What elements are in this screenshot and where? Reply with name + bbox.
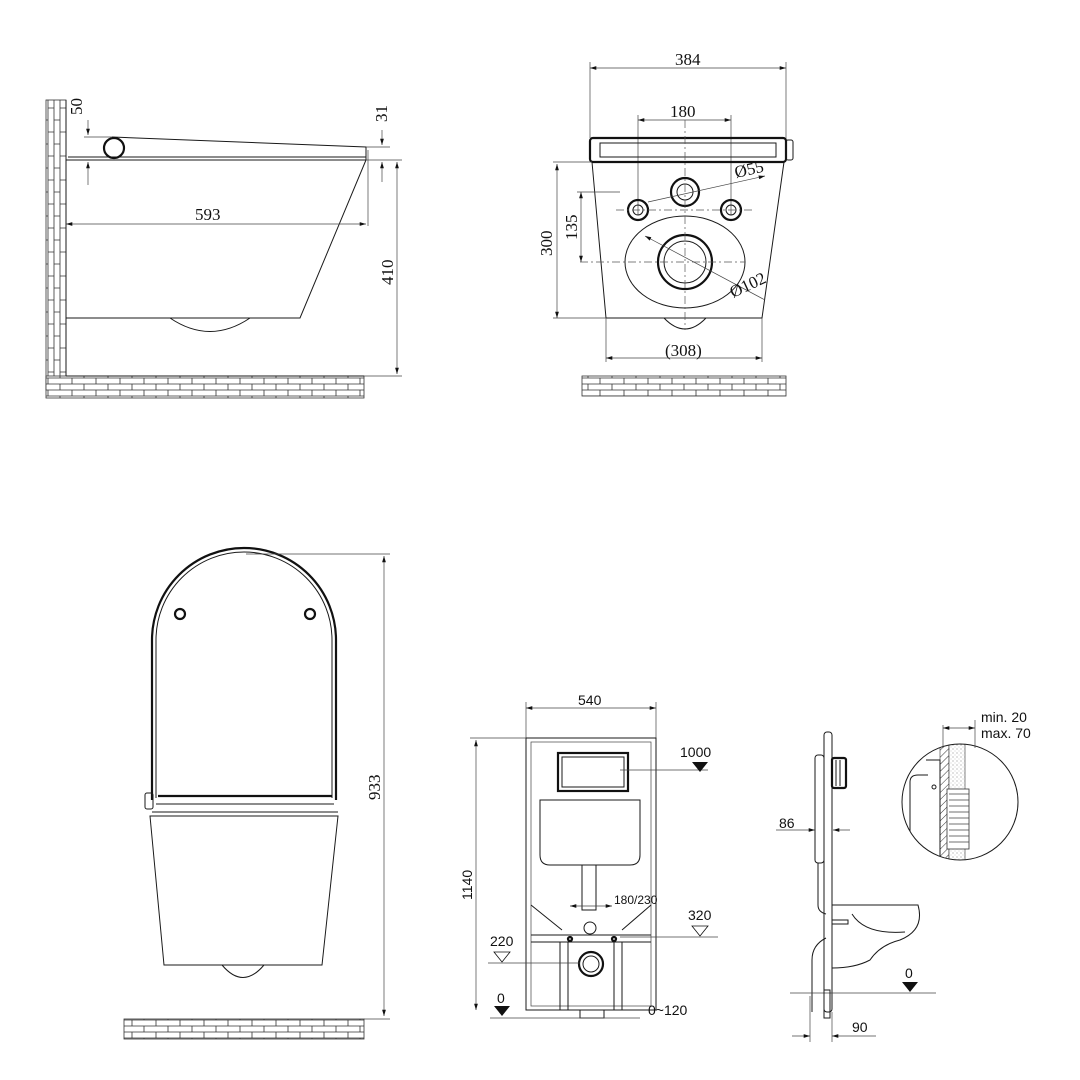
dim-bolt-spacing: 180: [670, 102, 696, 121]
front-view: 933: [123, 546, 390, 1040]
bowl-outline: [149, 815, 339, 966]
dim-bolt-spacing: 180/230: [614, 893, 658, 907]
flush-plate-opening: [556, 751, 630, 793]
dim-inlet-diameter: Ø55: [733, 157, 766, 182]
rear-view: 384 180 Ø55 Ø102 300 135 (: [537, 50, 794, 397]
dim-flush-plate-level: 1000: [680, 744, 711, 760]
dim-floor-level: 0: [497, 990, 505, 1006]
dim-lid-height: 50: [67, 98, 86, 115]
wall-brick: [45, 99, 67, 391]
dim-frame-depth: 86: [779, 815, 795, 831]
dim-height: 300: [537, 231, 556, 257]
dim-outlet-level: 220: [490, 933, 514, 949]
dim-overall-height: 933: [365, 775, 384, 801]
dim-outlet-diameter: Ø102: [727, 268, 769, 301]
dim-rim-height: 410: [378, 260, 397, 286]
dim-inlet-level: 320: [688, 907, 712, 923]
side-view: 50 593 31 410: [45, 98, 402, 399]
lid-outline: [150, 546, 338, 800]
floor-brick: [45, 375, 365, 399]
dim-leg-offset: 90: [852, 1019, 868, 1035]
flush-actuator: [830, 756, 848, 790]
hinge-icon: [102, 136, 126, 160]
frame-post: [823, 731, 833, 1013]
dim-max: max. 70: [981, 725, 1031, 741]
dim-floor-level: 0: [905, 965, 913, 981]
frame-outline: [525, 737, 657, 1011]
dim-leg-adjust: 0~120: [648, 1002, 688, 1018]
dim-frame-height: 1140: [459, 870, 475, 900]
floor-brick: [123, 1018, 365, 1040]
dim-base-width: (308): [665, 341, 702, 360]
bowl-side: [831, 904, 920, 969]
cistern: [539, 799, 641, 866]
dim-frame-width: 540: [578, 692, 602, 708]
wall-detail: min. 20 max. 70: [901, 709, 1031, 861]
frame-side-view: 86 0 90: [776, 731, 936, 1042]
detail-magnifier: [901, 743, 1019, 861]
frame-front-view: 540 180/230 1140 1000 320 220 0: [459, 692, 718, 1019]
dim-depth: 593: [195, 205, 221, 224]
dim-seat-offset: 31: [372, 105, 391, 122]
drain-connector: [577, 950, 605, 978]
dim-overall-width: 384: [675, 50, 701, 69]
dim-min: min. 20: [981, 709, 1027, 725]
dim-outlet-height: 135: [562, 215, 581, 241]
floor-brick: [581, 375, 787, 397]
